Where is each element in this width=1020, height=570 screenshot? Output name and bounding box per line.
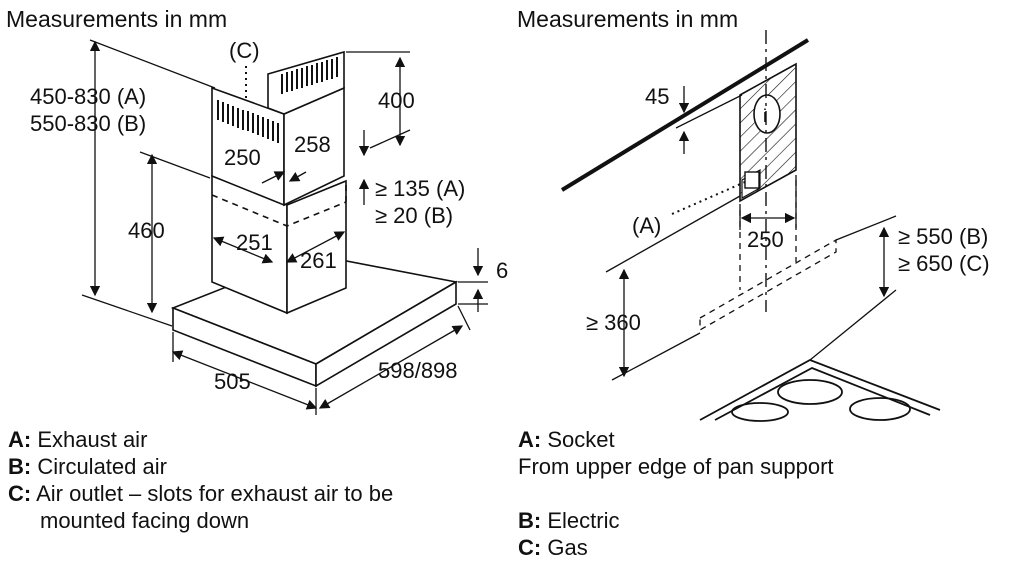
canopy-width: 598/898 [378, 358, 458, 383]
hidden-edge [211, 194, 347, 227]
socket-icon [753, 94, 781, 134]
cooktop [699, 359, 941, 422]
socket-width: 250 [747, 227, 784, 252]
right-legend: A: Socket From upper edge of pan support… [518, 426, 834, 561]
chimney-width: 250 [224, 145, 261, 170]
dimension-lines-left [81, 39, 488, 415]
left-legend: A: Exhaust air B: Circulated air C: Air … [8, 426, 393, 534]
legend-row-b: B: Circulated air [8, 454, 167, 479]
legend-row-a: A: Socket [518, 427, 615, 452]
legend-row-c-cont: mounted facing down [40, 508, 250, 533]
legend-row-a: A: Exhaust air [8, 427, 148, 452]
height-label-b: 550-830 (B) [30, 111, 146, 136]
air-outlet-slots [217, 57, 338, 143]
min-height: ≥ 360 [586, 310, 641, 335]
legend-row-spacer [518, 480, 834, 507]
air-outlet-marker: (C) [229, 38, 260, 63]
hood-outline-dashed [699, 180, 837, 332]
left-title: Measurements in mm [6, 6, 227, 32]
gap-label-a: ≥ 135 (A) [375, 176, 465, 201]
hood-drawing [170, 50, 459, 388]
gap-label-b: ≥ 20 (B) [375, 203, 453, 228]
lower-width: 251 [236, 230, 273, 255]
info-icon: i [763, 106, 767, 126]
chimney-depth: 258 [294, 132, 331, 157]
lower-height: 460 [128, 218, 165, 243]
socket-marker: (A) [632, 213, 661, 238]
socket-leader [671, 181, 746, 215]
legend-row-c: C: Gas [518, 535, 588, 560]
dimension-lines-right [605, 86, 897, 381]
legend-row-b: B: Electric [518, 508, 620, 533]
legend-row-note: From upper edge of pan support [518, 454, 834, 479]
socket-plug [744, 171, 760, 189]
clearance-b: ≥ 550 (B) [898, 224, 988, 249]
canopy-depth: 505 [214, 369, 251, 394]
canopy-thickness: 6 [496, 258, 508, 283]
clearance-c: ≥ 650 (C) [898, 251, 990, 276]
lower-depth: 261 [300, 248, 337, 273]
ceiling-line [560, 38, 810, 192]
height-label-a: 450-830 (A) [30, 84, 146, 109]
legend-row-c: C: Air outlet – slots for exhaust air to… [8, 481, 394, 506]
right-title: Measurements in mm [517, 6, 738, 32]
ceiling-offset: 45 [645, 84, 669, 109]
chimney-top-height: 400 [378, 88, 415, 113]
